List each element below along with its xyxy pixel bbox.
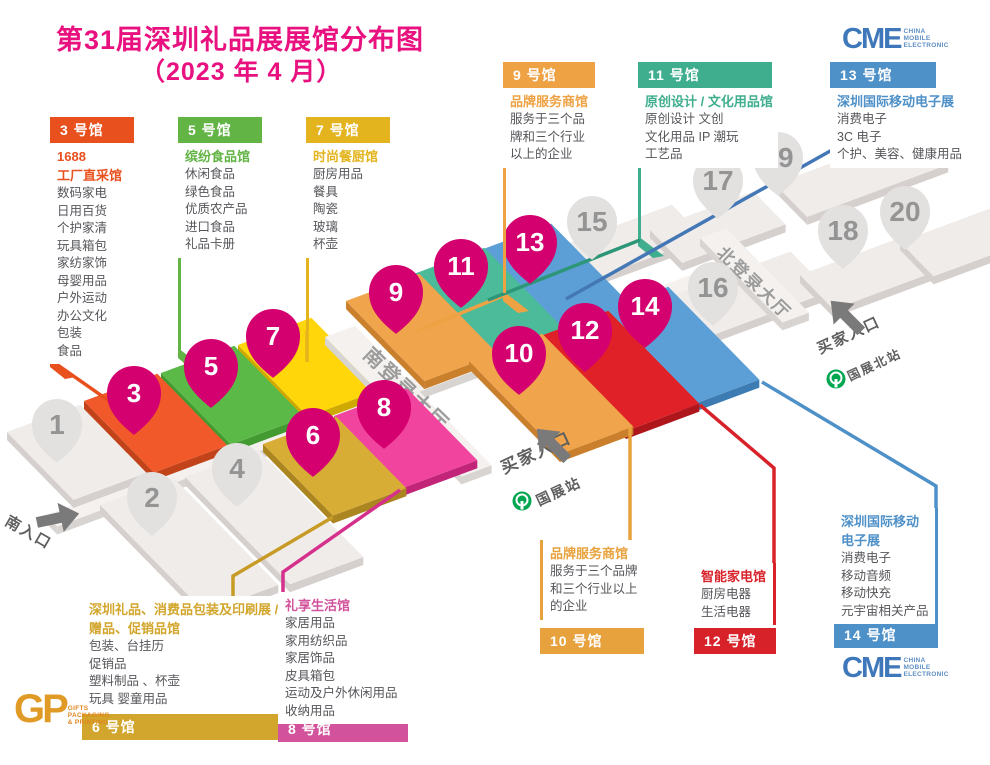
map-pin-6: 6	[286, 408, 340, 477]
svg-text:18: 18	[827, 215, 858, 246]
page-title-line2: （2023 年 4 月）	[140, 58, 343, 86]
gip-logo-word: GP	[14, 687, 69, 731]
map-pin-13: 13	[503, 215, 557, 284]
map-pin-4: 4	[212, 443, 262, 507]
map-pin-12: 12	[558, 303, 612, 372]
svg-text:9: 9	[389, 277, 403, 307]
svg-text:15: 15	[576, 206, 607, 237]
svg-text:12: 12	[571, 315, 600, 345]
svg-text:1: 1	[49, 409, 65, 440]
hall-connector-line	[281, 488, 402, 594]
gifts-packaging-logo: GP GIFTS PACKAGING & PRINTING	[14, 687, 110, 731]
hall-connector-line	[231, 515, 334, 598]
map-pin-17: 17	[693, 155, 743, 219]
svg-text:3: 3	[127, 378, 141, 408]
entrance-arrow-icon	[35, 502, 80, 532]
map-pin-3: 3	[107, 366, 161, 435]
svg-text:13: 13	[516, 227, 545, 257]
north-registration-hall	[700, 228, 809, 331]
north-metro-station-label: 国展北站	[845, 346, 904, 384]
svg-text:5: 5	[204, 351, 218, 381]
hall-connector-line	[50, 359, 114, 405]
metro-icon	[512, 491, 532, 511]
map-pin-20: 20	[880, 186, 930, 250]
svg-text:2: 2	[144, 482, 160, 513]
svg-text:8: 8	[377, 392, 391, 422]
hall-connector-line	[761, 380, 938, 510]
cme-logo-word: CME	[842, 23, 902, 55]
map-pin-10: 10	[492, 326, 546, 395]
page-title: 第31届深圳礼品展展馆分布图 （2023 年 4 月）	[56, 24, 424, 88]
svg-text:4: 4	[229, 453, 245, 484]
map-pin-18: 18	[818, 205, 868, 269]
svg-text:14: 14	[631, 291, 660, 321]
svg-text:17: 17	[702, 165, 733, 196]
cme-logo-top: CME CHINA MOBILE ELECTRONIC	[842, 23, 949, 55]
cme-logo-bottom: CME CHINA MOBILE ELECTRONIC	[842, 652, 949, 684]
stem-wedge	[638, 236, 664, 258]
cme-logo-subtext: CHINA MOBILE ELECTRONIC	[903, 28, 949, 49]
hall-connector-line	[698, 403, 776, 564]
map-pin-7: 7	[246, 309, 300, 378]
hall-connector-line	[414, 293, 506, 334]
map-pin-14: 14	[618, 279, 672, 348]
map-pin-15: 15	[567, 196, 617, 260]
svg-text:10: 10	[505, 338, 534, 368]
stem-wedge	[503, 291, 529, 313]
hall-20-slab	[900, 208, 990, 285]
cme-logo-subtext: CHINA MOBILE ELECTRONIC	[903, 657, 949, 678]
svg-text:16: 16	[697, 272, 728, 303]
south-metro-station-label: 国展站	[534, 474, 584, 509]
cme-logo-word: CME	[842, 652, 902, 684]
svg-text:11: 11	[447, 251, 475, 281]
map-pin-11: 11	[434, 239, 488, 308]
page-title-line1: 第31届深圳礼品展展馆分布图	[56, 25, 425, 55]
map-pin-1: 1	[32, 399, 82, 463]
svg-text:19: 19	[762, 142, 793, 173]
map-pin-5: 5	[183, 338, 239, 408]
map-pin-8: 8	[357, 380, 411, 449]
gip-logo-subtext: GIFTS PACKAGING & PRINTING	[67, 705, 110, 726]
map-pin-16: 16	[688, 262, 738, 326]
entrance-arrow-icon	[830, 300, 866, 336]
svg-text:7: 7	[266, 321, 280, 351]
metro-icon	[826, 369, 846, 389]
hall-connector-line	[487, 238, 641, 302]
map-pin-9: 9	[369, 265, 423, 334]
map-pin-2: 2	[127, 472, 177, 536]
entrance-arrow-icon	[536, 428, 572, 464]
svg-text:6: 6	[306, 420, 320, 450]
svg-text:20: 20	[889, 196, 920, 227]
